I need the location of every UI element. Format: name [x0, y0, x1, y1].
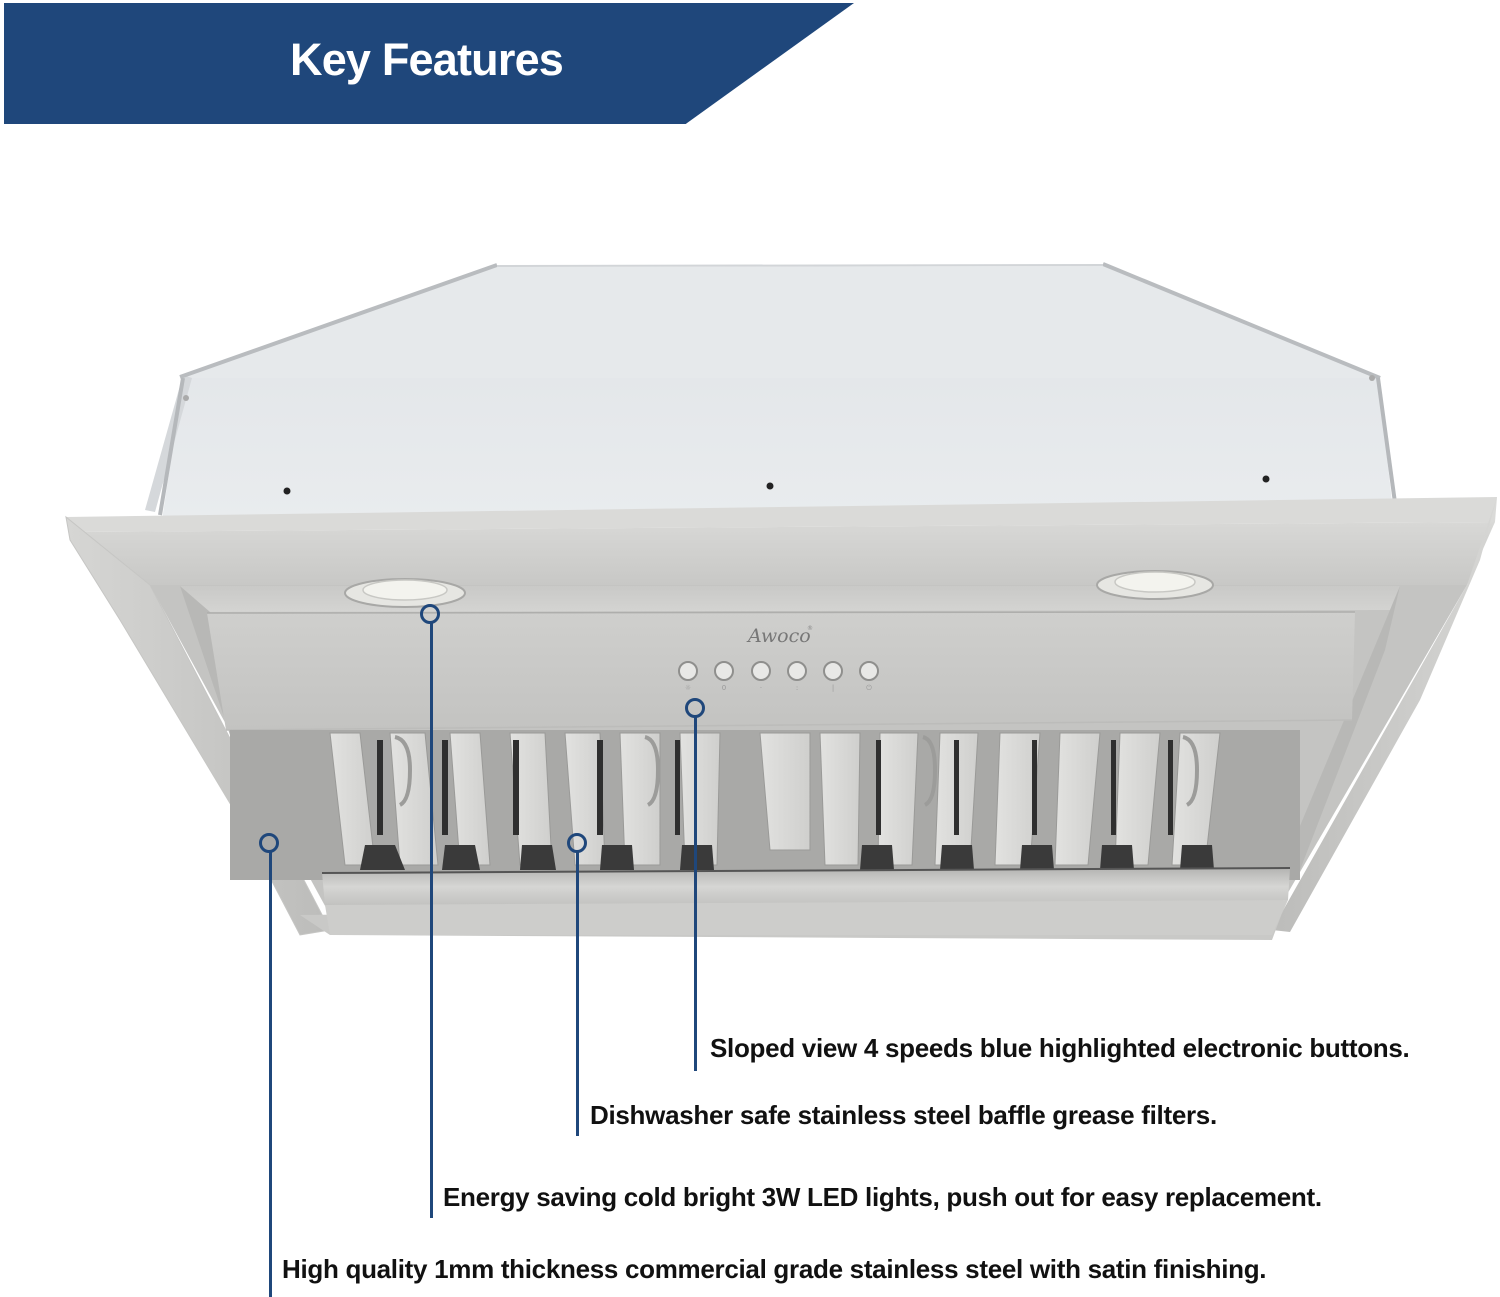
- circle-marker-icon: [567, 833, 587, 853]
- svg-text:Awoco: Awoco: [746, 625, 811, 647]
- feature-text-buttons: Sloped view 4 speeds blue highlighted el…: [710, 1033, 1410, 1063]
- callout-line-lights: [430, 622, 433, 1218]
- svg-text::: :: [796, 684, 798, 692]
- svg-text:®: ®: [807, 625, 813, 632]
- header-banner-title-wrap: Key Features: [0, 0, 855, 124]
- bottom-rail: [321, 867, 1291, 935]
- svg-text:☼: ☼: [685, 684, 691, 692]
- callout-line-filters: [576, 852, 579, 1136]
- circle-marker-icon: [259, 833, 279, 853]
- svg-text:|: |: [832, 684, 834, 692]
- svg-text:⏻: ⏻: [866, 684, 872, 692]
- circle-marker-icon: [420, 604, 440, 624]
- callout-line-steel: [269, 852, 272, 1297]
- circle-marker-icon: [685, 698, 705, 718]
- control-panel: Awoco ® ☼ 0 · : | ⏻: [206, 611, 1356, 731]
- feature-text-lights: Energy saving cold bright 3W LED lights,…: [443, 1182, 1322, 1212]
- svg-text:0: 0: [722, 684, 726, 692]
- led-light-right: [1096, 570, 1214, 600]
- baffle-filters: [230, 730, 1300, 880]
- header-banner: [4, 3, 854, 124]
- svg-text:·: ·: [760, 684, 762, 692]
- callout-line-buttons: [694, 716, 697, 1071]
- feature-text-steel: High quality 1mm thickness commercial gr…: [282, 1254, 1267, 1284]
- page-title: Key Features: [290, 34, 564, 85]
- led-light-left: [344, 578, 466, 608]
- hood-top-housing: [145, 262, 1398, 520]
- feature-text-filters: Dishwasher safe stainless steel baffle g…: [590, 1100, 1217, 1130]
